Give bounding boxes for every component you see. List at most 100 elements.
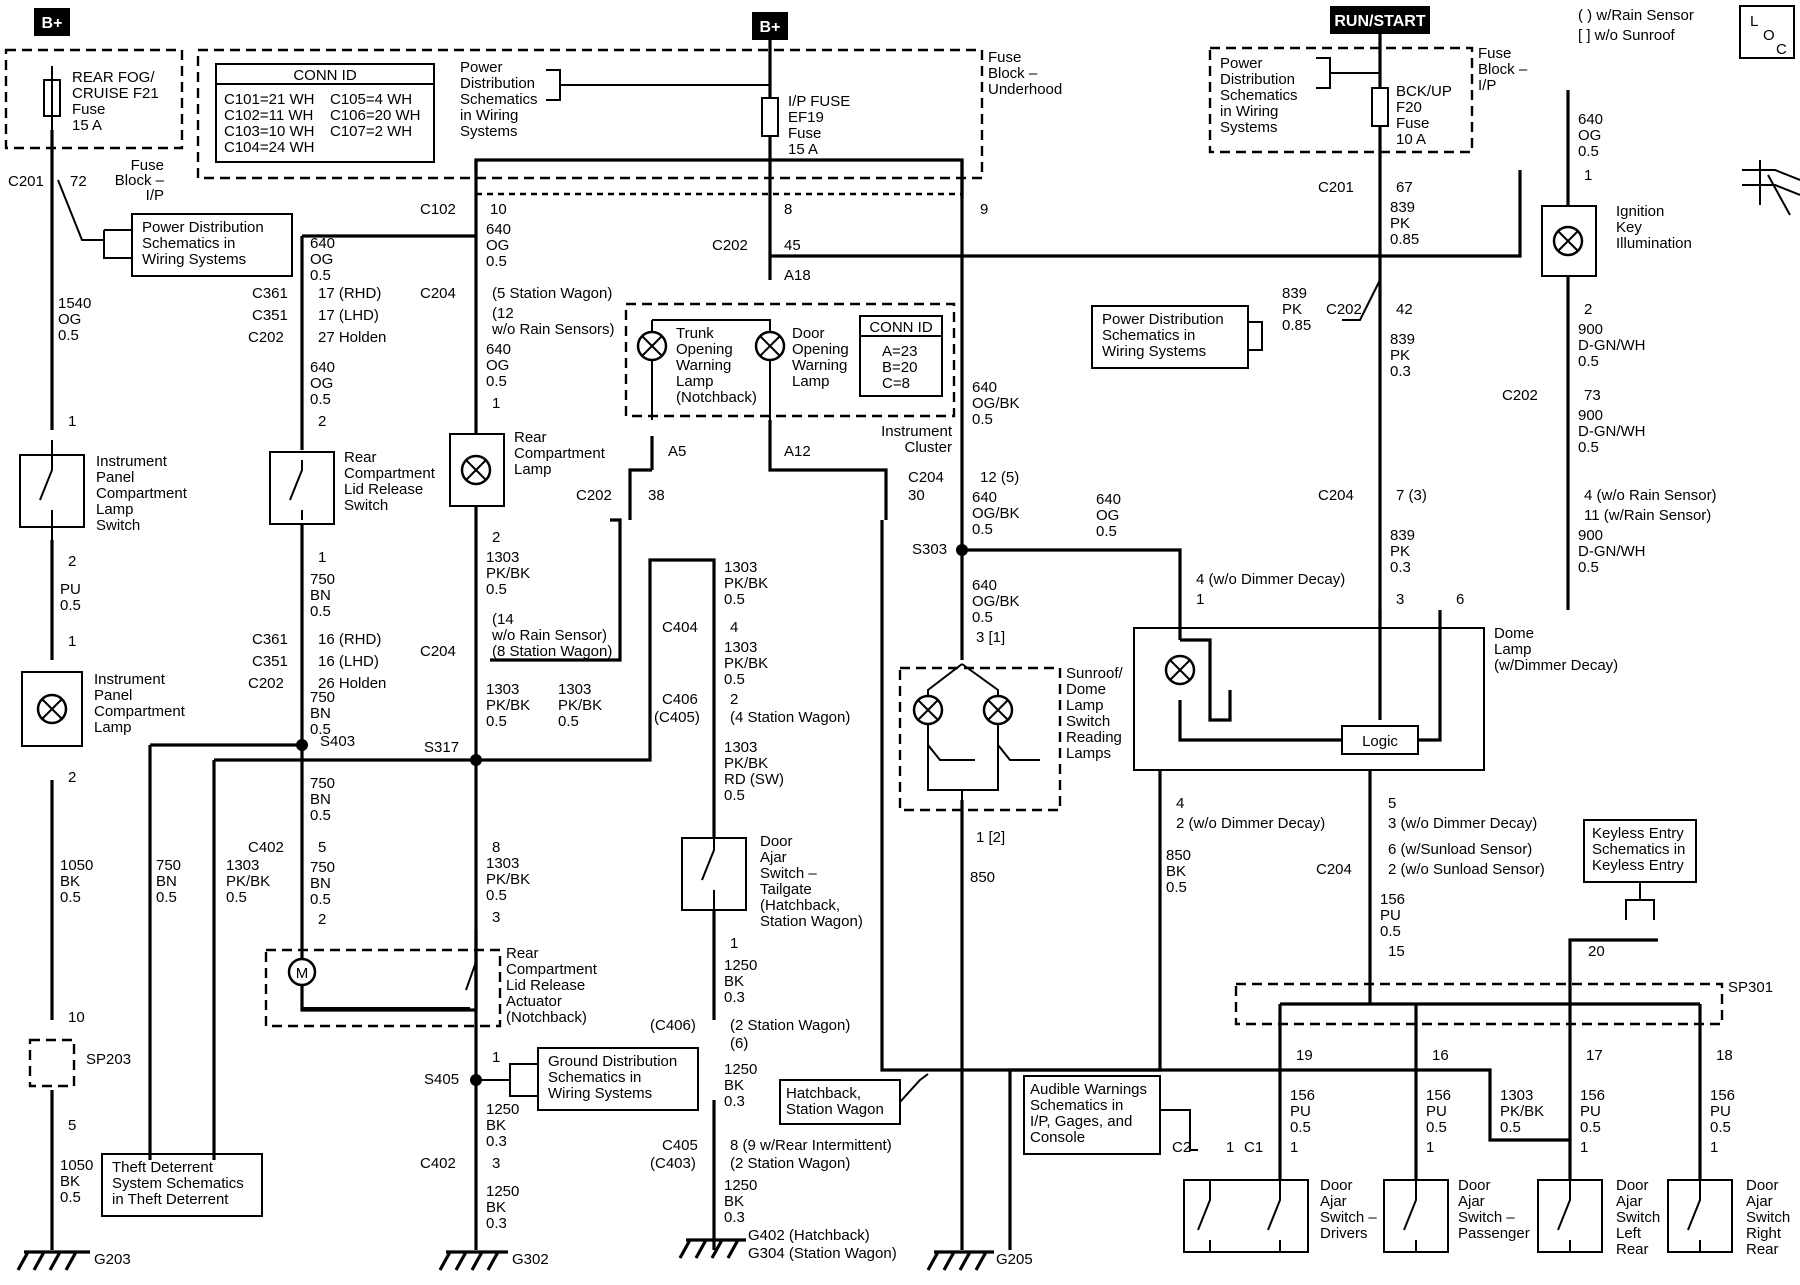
svg-text:PK/BK: PK/BK: [226, 873, 270, 890]
labels-bottom-right: 19 16 17 18 156 PU 0.5 156 PU 0.5 1303 P…: [1172, 1047, 1735, 1156]
svg-text:4: 4: [1176, 795, 1184, 812]
svg-text:(4 Station Wagon): (4 Station Wagon): [730, 709, 850, 726]
svg-text:3: 3: [1396, 591, 1404, 608]
legend-sunroof: [ ] w/o Sunroof: [1578, 27, 1676, 44]
svg-text:EF19: EF19: [788, 109, 824, 126]
ground-g205: G205: [926, 1250, 1033, 1271]
svg-text:900: 900: [1578, 407, 1603, 424]
svg-text:Left: Left: [1616, 1225, 1642, 1242]
svg-text:0.5: 0.5: [310, 267, 331, 284]
svg-text:640: 640: [972, 379, 997, 396]
svg-text:0.5: 0.5: [310, 603, 331, 620]
sp301-box: [1234, 982, 1724, 1026]
svg-text:G402 (Hatchback): G402 (Hatchback): [748, 1227, 870, 1244]
svg-text:C102=11 WH: C102=11 WH: [224, 107, 313, 124]
svg-text:3 (w/o Dimmer Decay): 3 (w/o Dimmer Decay): [1388, 815, 1537, 832]
svg-text:640: 640: [972, 577, 997, 594]
wire-col-302: [300, 234, 476, 930]
svg-text:A12: A12: [784, 443, 811, 460]
svg-text:Schematics in: Schematics in: [1030, 1097, 1123, 1114]
svg-text:900: 900: [1578, 527, 1603, 544]
svg-text:OG: OG: [486, 357, 509, 374]
svg-text:850: 850: [1166, 847, 1191, 864]
svg-text:0.5: 0.5: [1166, 879, 1187, 896]
svg-text:1 [2]: 1 [2]: [976, 829, 1005, 846]
wire-dome-internals: [1178, 610, 1442, 742]
svg-text:C1: C1: [1244, 1139, 1263, 1156]
svg-text:0.5: 0.5: [1578, 559, 1599, 576]
svg-text:1303: 1303: [486, 855, 519, 872]
theft-deterrent-reference: Theft Deterrent System Schematics in The…: [101, 1153, 263, 1217]
svg-text:3 [1]: 3 [1]: [976, 629, 1005, 646]
svg-text:0.3: 0.3: [724, 1093, 745, 1110]
svg-text:C402: C402: [420, 1155, 456, 1172]
svg-text:0.5: 0.5: [310, 391, 331, 408]
svg-text:1303: 1303: [724, 559, 757, 576]
svg-text:5: 5: [1388, 795, 1396, 812]
svg-text:C351: C351: [252, 307, 288, 324]
svg-text:Warning: Warning: [792, 357, 847, 374]
svg-text:0.85: 0.85: [1390, 231, 1419, 248]
svg-text:S405: S405: [424, 1071, 459, 1088]
svg-text:(C403): (C403): [650, 1155, 696, 1172]
ground-g302: G302: [438, 1250, 549, 1271]
svg-text:0.5: 0.5: [1380, 923, 1401, 940]
svg-text:PU: PU: [1380, 907, 1401, 924]
wire-hatchback: [880, 520, 1570, 1142]
svg-text:Trunk: Trunk: [676, 325, 714, 342]
svg-text:Systems: Systems: [1220, 119, 1278, 136]
svg-text:156: 156: [1426, 1087, 1451, 1104]
svg-text:C406: C406: [662, 691, 698, 708]
svg-text:(Hatchback,: (Hatchback,: [760, 897, 840, 914]
svg-text:Fuse: Fuse: [788, 125, 821, 142]
svg-text:CRUISE F21: CRUISE F21: [72, 85, 159, 102]
svg-text:C404: C404: [662, 619, 698, 636]
splice-s303: [956, 544, 968, 556]
svg-text:Opening: Opening: [676, 341, 733, 358]
svg-text:M: M: [296, 965, 309, 982]
svg-text:Ground Distribution: Ground Distribution: [548, 1053, 677, 1070]
svg-text:Underhood: Underhood: [988, 81, 1062, 98]
svg-text:PK: PK: [1282, 301, 1302, 318]
svg-text:OG/BK: OG/BK: [972, 593, 1020, 610]
svg-text:1540: 1540: [58, 295, 91, 312]
svg-text:F20: F20: [1396, 99, 1422, 116]
svg-text:0.5: 0.5: [1290, 1119, 1311, 1136]
svg-text:Lamp: Lamp: [94, 719, 132, 736]
svg-text:839: 839: [1390, 527, 1415, 544]
svg-text:0.5: 0.5: [972, 609, 993, 626]
labels-col-962: 9 640 OG/BK 0.5 C204 12 (5) 640 OG/BK 0.…: [908, 201, 1020, 886]
svg-text:0.3: 0.3: [486, 1215, 507, 1232]
svg-text:0.5: 0.5: [972, 411, 993, 428]
svg-text:S303: S303: [912, 541, 947, 558]
svg-text:3: 3: [492, 1155, 500, 1172]
rear-lid-actuator: M Rear Compartment Lid Release Actuator …: [287, 945, 598, 1026]
svg-text:B+: B+: [760, 19, 781, 36]
splice-s403: [296, 739, 308, 751]
warning-lamps-group: [624, 302, 956, 418]
svg-text:C202: C202: [248, 329, 284, 346]
svg-text:0.5: 0.5: [60, 1189, 81, 1206]
svg-text:in Wiring: in Wiring: [460, 107, 518, 124]
svg-text:1303: 1303: [486, 549, 519, 566]
svg-text:1050: 1050: [60, 1157, 93, 1174]
svg-text:0.5: 0.5: [724, 591, 745, 608]
wire-c202-bus: [770, 170, 1522, 258]
svg-text:Door: Door: [1616, 1177, 1649, 1194]
svg-text:L: L: [1750, 13, 1758, 30]
svg-text:17 (LHD): 17 (LHD): [318, 307, 379, 324]
svg-text:PU: PU: [1710, 1103, 1731, 1120]
wire-s303: [962, 548, 1182, 610]
svg-text:2 (w/o Sunload Sensor): 2 (w/o Sunload Sensor): [1388, 861, 1545, 878]
rear-lid-release-switch: Rear Compartment Lid Release Switch: [269, 449, 436, 525]
svg-text:C204: C204: [908, 469, 944, 486]
svg-text:C361: C361: [252, 285, 288, 302]
svg-text:C202: C202: [248, 675, 284, 692]
svg-text:1: 1: [1426, 1139, 1434, 1156]
svg-text:19: 19: [1296, 1047, 1313, 1064]
svg-text:Warning: Warning: [676, 357, 731, 374]
svg-text:38: 38: [648, 487, 665, 504]
svg-text:0.5: 0.5: [486, 581, 507, 598]
svg-text:1: 1: [1584, 167, 1592, 184]
svg-text:1303: 1303: [486, 681, 519, 698]
